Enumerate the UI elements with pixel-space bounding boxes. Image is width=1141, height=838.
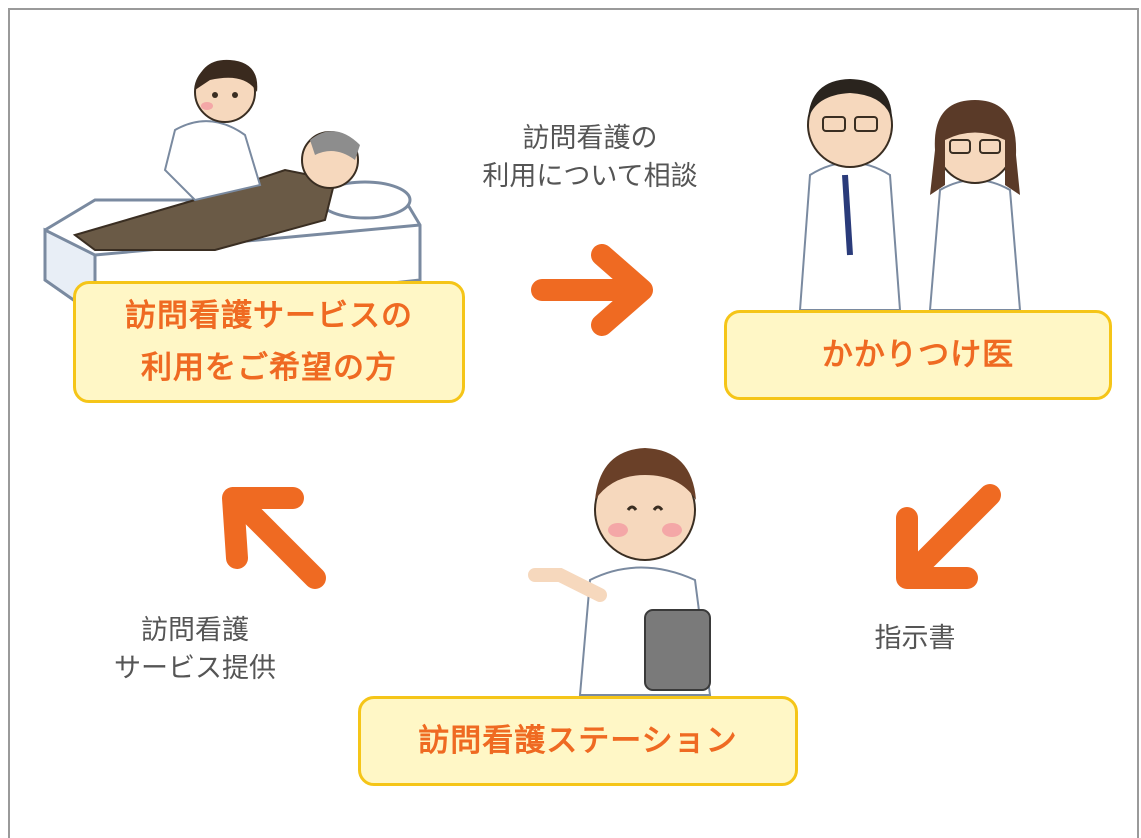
diagram-frame: [8, 8, 1139, 838]
service-note-line1: 訪問看護: [141, 615, 249, 646]
instruction-note-label: 指示書: [874, 623, 956, 654]
arrow-right-icon: [531, 244, 653, 336]
arrow-down-left-icon: [896, 484, 1001, 589]
doctors-illustration: [798, 79, 1022, 311]
service-note-line2: サービス提供: [114, 653, 276, 684]
instruction-note: 指示書: [840, 620, 990, 658]
doctor-label-box: かかりつけ医: [724, 310, 1112, 400]
station-nurse-illustration: [528, 448, 712, 696]
station-label: 訪問看護ステーション: [418, 723, 738, 759]
patient-label-box: 訪問看護サービスの 利用をご希望の方: [73, 281, 465, 403]
nurse-with-patient-illustration: [43, 59, 422, 318]
service-note: 訪問看護 サービス提供: [75, 612, 315, 688]
consult-note: 訪問看護の 利用について相談: [440, 120, 740, 196]
consult-note-line1: 訪問看護の: [522, 123, 658, 154]
patient-label-line2: 利用をご希望の方: [141, 350, 397, 386]
arrow-up-left-icon: [222, 487, 326, 589]
patient-label-line1: 訪問看護サービスの: [125, 298, 413, 334]
doctor-label: かかりつけ医: [821, 337, 1015, 373]
consult-note-line2: 利用について相談: [482, 161, 698, 192]
station-label-box: 訪問看護ステーション: [358, 696, 798, 786]
